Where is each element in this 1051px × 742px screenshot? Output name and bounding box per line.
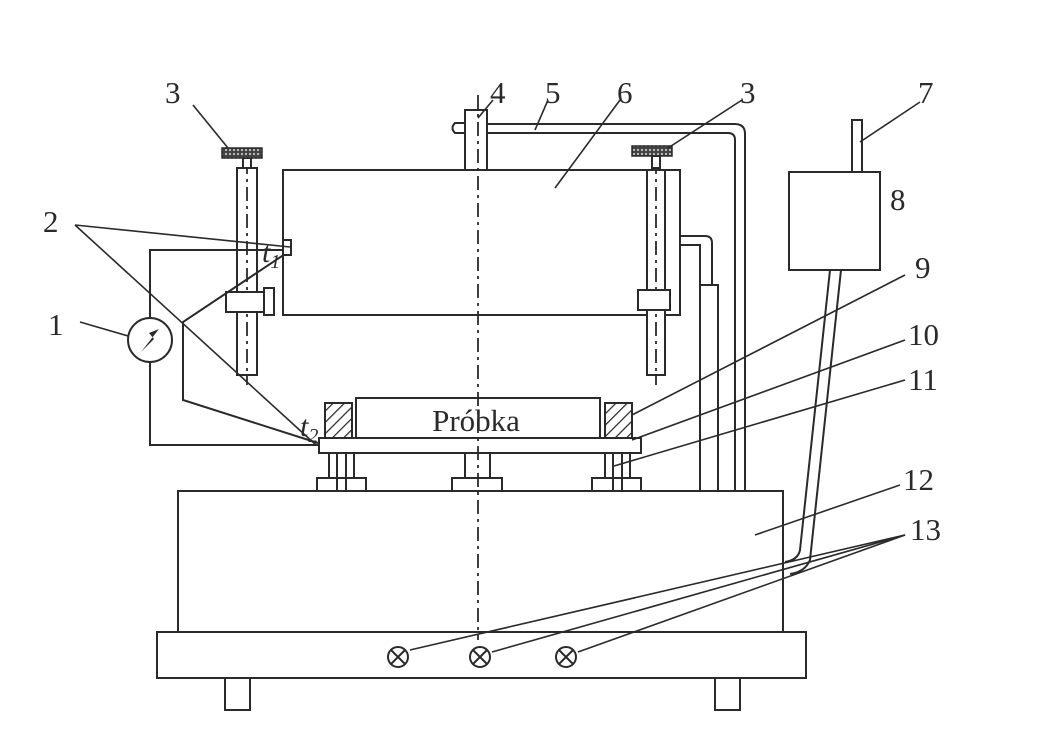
insulation-ring-left [324, 402, 353, 439]
adjust-column-right [631, 145, 673, 385]
callout-9: 9 [915, 250, 931, 285]
lamp-icon [387, 646, 409, 668]
foot-right [714, 677, 741, 711]
callout-13: 13 [910, 512, 941, 547]
callout-4: 4 [490, 75, 506, 110]
platform-10 [318, 437, 642, 454]
callout-8: 8 [890, 182, 906, 217]
cable [784, 269, 831, 563]
callout-5: 5 [545, 75, 561, 110]
callout-6: 6 [617, 75, 633, 110]
callout-1: 1 [48, 307, 64, 342]
spindle-4 [464, 109, 488, 171]
leader-lines [74, 99, 921, 653]
knob-icon [631, 145, 673, 157]
sample-label: Próbka [432, 403, 520, 438]
meter-1 [127, 317, 173, 363]
callout-10: 10 [908, 317, 939, 352]
heating-cylinder-6 [282, 169, 681, 316]
foot-left [224, 677, 251, 711]
t1-label: t1 [262, 236, 280, 273]
housing-12 [177, 490, 784, 633]
base-plate [156, 631, 807, 711]
callout-12: 12 [903, 462, 934, 497]
insulation-ring-right [604, 402, 633, 439]
thermocouple-wiring [149, 239, 319, 446]
callout-7: 7 [918, 75, 934, 110]
probe-7 [851, 119, 863, 173]
knob-icon [221, 147, 263, 159]
pipe-right [680, 235, 719, 492]
lamp-icon [469, 646, 491, 668]
adjust-column-left [221, 147, 275, 385]
pipe-5 [451, 122, 746, 491]
support-posts-11 [316, 452, 642, 492]
callout-3-right: 3 [740, 75, 756, 110]
callout-3-left: 3 [165, 75, 181, 110]
control-box-8 [788, 171, 881, 271]
needle-icon [141, 329, 159, 352]
callout-2: 2 [43, 204, 59, 239]
indicator-lamps-13 [387, 646, 577, 668]
t2-label: t2 [300, 410, 318, 447]
lamp-icon [555, 646, 577, 668]
callout-11: 11 [908, 362, 938, 397]
